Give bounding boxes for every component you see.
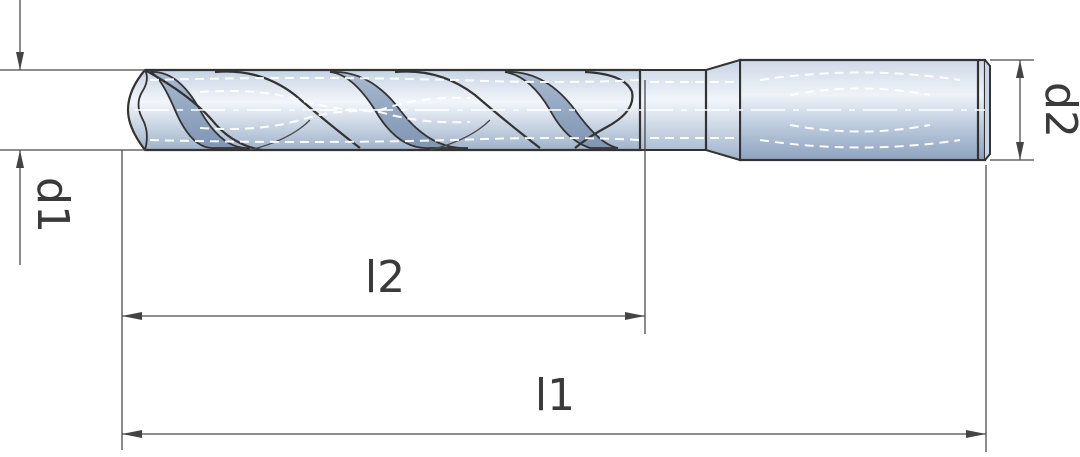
l1-label: l1 <box>535 370 575 421</box>
shank-end <box>984 59 991 161</box>
drill-point <box>137 69 148 151</box>
d2-label: d2 <box>1035 82 1080 138</box>
dimension-d2: d2 <box>990 59 1080 161</box>
dimension-l1: l1 <box>122 165 987 452</box>
helix-lands <box>144 69 634 152</box>
d1-label: d1 <box>27 177 78 233</box>
dimension-d1: d1 <box>0 0 145 265</box>
flute-groove-3 <box>504 71 619 149</box>
drill-body <box>126 58 991 162</box>
dimension-l2: l2 <box>121 80 646 450</box>
hidden-lines <box>149 71 961 149</box>
l2-label: l2 <box>365 252 405 303</box>
flute-groove-2 <box>329 71 469 149</box>
